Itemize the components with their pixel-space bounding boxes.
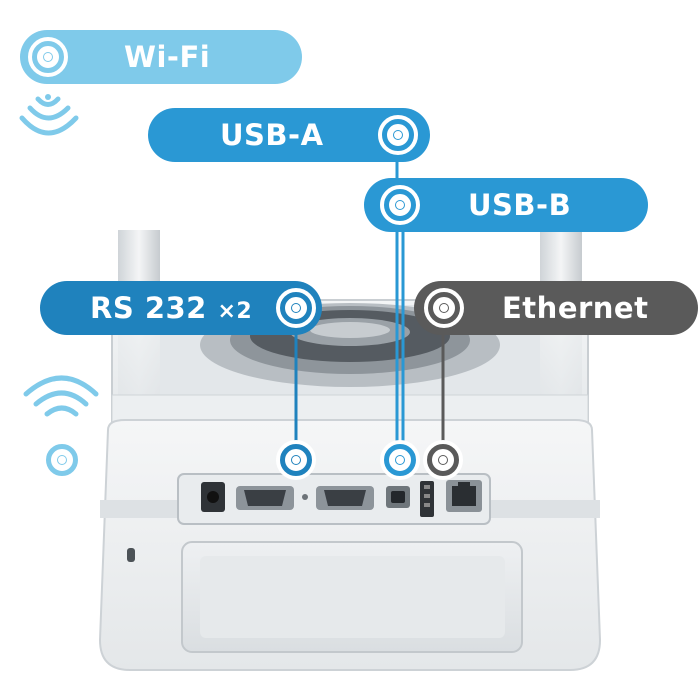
usb-b-label: USB-B — [468, 188, 572, 222]
ethernet-port — [446, 480, 482, 512]
rs232-port-2 — [316, 486, 374, 510]
target-ring-icon — [378, 115, 418, 155]
wifi-signal-icon — [19, 96, 79, 136]
wifi-label: Wi-Fi — [124, 40, 211, 74]
usb-b-label-pill: USB-B — [364, 178, 648, 232]
wireless-broadcast-icon — [23, 375, 99, 417]
rs232-multiplier: ×2 — [217, 299, 253, 324]
wifi-label-pill: Wi-Fi — [20, 30, 302, 84]
lock-slot — [127, 548, 135, 562]
wireless-target-ring-icon — [42, 440, 82, 480]
target-ring-icon — [424, 288, 464, 328]
ethernet-port-marker — [423, 440, 463, 480]
ethernet-label: Ethernet — [502, 291, 649, 325]
target-ring-icon — [276, 288, 316, 328]
rs232-label-pill: RS 232 ×2 — [40, 281, 322, 335]
target-ring-icon — [28, 37, 68, 77]
target-ring-icon — [380, 185, 420, 225]
usb-a-label: USB-A — [220, 118, 324, 152]
rs232-label-text: RS 232 — [90, 291, 207, 325]
rs232-label: RS 232 ×2 — [90, 281, 252, 335]
usb-port-marker — [380, 440, 420, 480]
rs232-port-1 — [236, 486, 294, 510]
rs232-port-marker — [276, 440, 316, 480]
pin-header — [420, 481, 434, 517]
ethernet-label-pill: Ethernet — [414, 281, 698, 335]
usb-a-label-pill: USB-A — [148, 108, 430, 162]
usb-b-port — [386, 486, 410, 508]
